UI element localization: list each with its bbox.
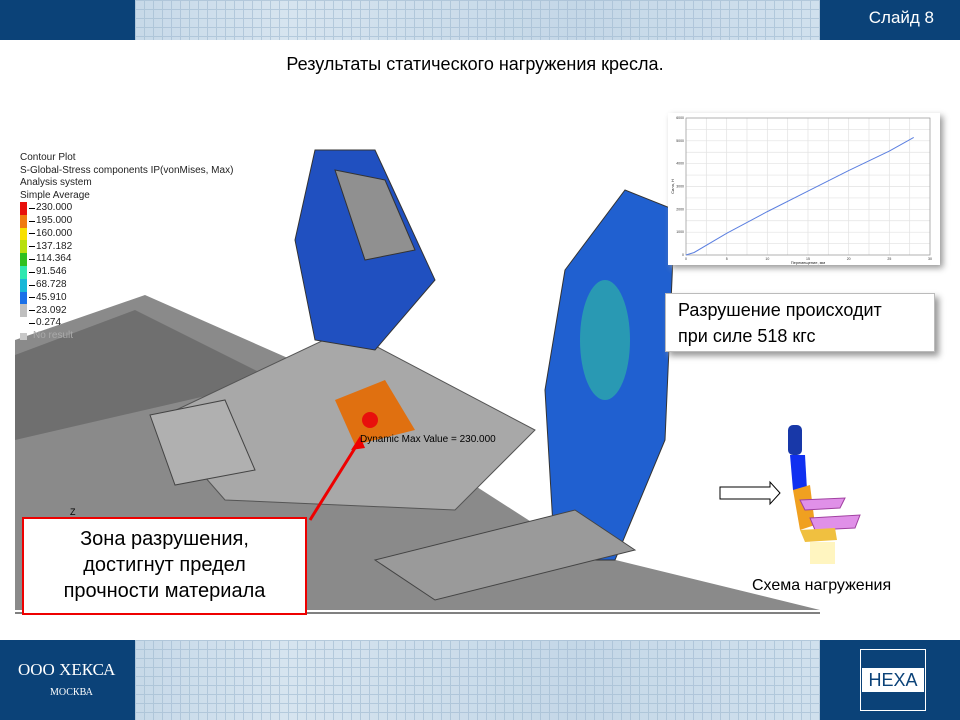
legend-level: 160.000 [20,227,233,241]
force-displacement-chart: 0 5 10 15 20 25 30 0 1000 2000 3000 4000 5000 6000Пер… [668,113,940,265]
legend-value: 230.000 [36,202,73,214]
legend-value: 195.000 [36,214,73,226]
pointer-arrow [308,439,362,521]
slide-title: Результаты статического нагружения кресл… [286,54,664,74]
legend-line: Simple Average [20,189,90,201]
load-arrow-icon [719,480,781,506]
x-axis-label: Перемещение, мм [791,260,826,265]
legend-value: 160.000 [36,227,73,239]
x-tick-label: 15 [806,257,810,261]
x-tick-label: 25 [887,257,891,261]
legend-value: 91.546 [36,266,67,278]
legend-line: S-Global-Stress components IP(vonMises, … [20,164,234,176]
max-value-label: Dynamic Max Value = 230.000 [360,434,496,445]
hexa-logo-text: HEXA [862,668,924,692]
legend-swatch [20,291,27,305]
x-tick-label: 30 [928,257,932,261]
no-result-swatch [20,332,27,340]
zone-line: достигнут предел [83,554,246,576]
z-axis-label: Z [70,507,76,517]
company-name: ООО ХЕКСА [18,660,116,679]
legend-level: 137.182 [20,240,233,254]
legend-value: 68.728 [36,278,67,290]
slide-number: Слайд 8 [868,8,934,27]
legend-line: Analysis system [20,177,92,188]
callout-line: при силе 518 кгс [678,326,816,346]
legend-level: 68.728 [20,278,233,292]
legend-level: 230.000 [20,202,233,215]
loading-scheme-diagram [719,425,861,564]
legend-value: 137.182 [36,240,73,252]
legend-level: 0.274 [20,317,233,330]
failure-zone-box: Зона разрушения, достигнут предел прочно… [22,517,307,615]
legend-swatch [20,278,27,292]
footer-bar: ООО ХЕКСА МОСКВА HEXA [0,640,960,720]
x-tick-label: 5 [726,257,728,261]
legend-swatch [20,265,27,279]
legend-value: 45.910 [36,291,67,303]
y-tick-label: 3000 [676,185,684,189]
zone-line: прочности материала [63,580,266,602]
y-tick-label: 4000 [676,162,684,166]
legend-level: 91.546 [20,265,233,279]
legend-swatch [20,202,27,215]
legend-value: 0.274 [36,317,62,329]
legend-swatch [20,240,27,254]
zone-line: Зона разрушения, [80,528,249,550]
y-tick-label: 6000 [676,116,684,120]
legend-line: Contour Plot [20,152,76,163]
x-tick-label: 10 [765,257,769,261]
y-tick-label: 5000 [676,139,684,143]
legend-value: 23.092 [36,304,67,316]
scheme-label: Схема нагружения [752,577,892,594]
legend-swatch [20,253,27,266]
callout-line: Разрушение происходит [678,300,882,320]
legend-level: 114.364 [20,253,233,266]
hexa-logo: HEXA [860,649,926,711]
no-result-label: No result [33,330,74,342]
header-bar: Слайд 8 [0,0,960,40]
legend-swatch [20,227,27,241]
legend-swatch [20,214,27,228]
x-tick-label: 20 [847,257,851,261]
legend-swatch [20,317,27,330]
x-tick-label: 0 [685,257,687,261]
legend-swatch [20,304,27,318]
legend-level: 45.910 [20,291,233,305]
company-city: МОСКВА [50,687,93,698]
legend-value: 114.364 [36,253,72,265]
legend-level: 23.092 [20,304,233,318]
failure-callout: Разрушение происходит при силе 518 кгс [665,293,935,352]
y-tick-label: 1000 [676,230,684,234]
legend-level: 195.000 [20,214,233,228]
y-axis-label: Сила, Н [670,179,675,194]
series-line [685,136,914,256]
plot-frame [685,117,931,256]
y-tick-label: 2000 [676,207,684,211]
y-tick-label: 0 [682,253,684,257]
contour-legend: Contour Plot S-Global-Stress components … [20,152,233,343]
